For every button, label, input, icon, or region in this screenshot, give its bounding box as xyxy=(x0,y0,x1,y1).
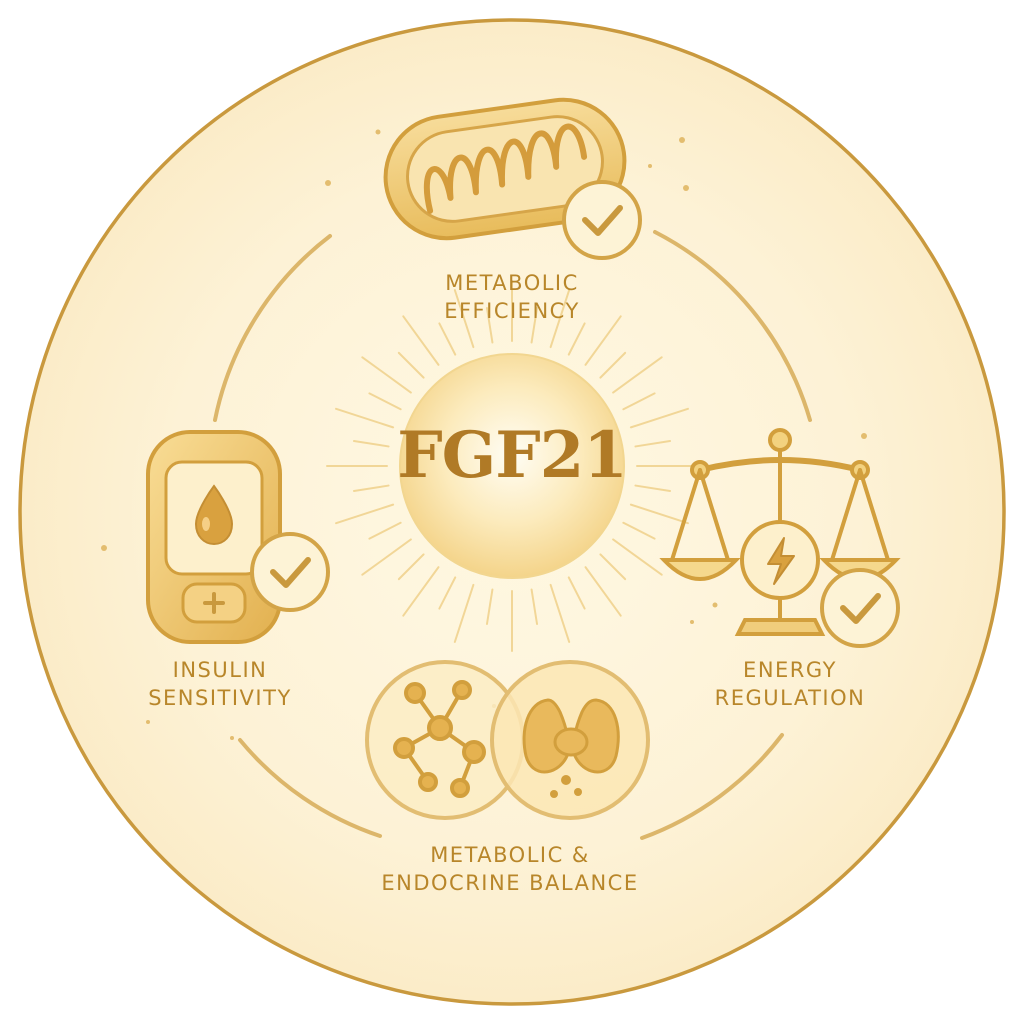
sun-ray xyxy=(549,583,571,643)
sun-ray xyxy=(485,306,494,344)
sun-ray xyxy=(584,315,622,366)
sun-ray xyxy=(352,484,390,493)
sun-ray xyxy=(622,392,656,411)
glucose-meter-icon xyxy=(146,430,282,644)
checkmark-icon xyxy=(250,532,330,612)
label-line: METABOLIC & xyxy=(430,843,590,867)
sun-ray xyxy=(530,306,539,344)
thyroid-icon xyxy=(522,698,620,774)
sun-ray xyxy=(438,576,457,610)
sun-ray xyxy=(584,566,622,617)
sun-ray xyxy=(612,538,663,576)
sun-ray xyxy=(397,351,425,379)
thyroid-dots xyxy=(550,775,582,798)
center-title: FGF21 xyxy=(397,418,628,493)
sun-ray xyxy=(599,351,627,379)
sun-ray xyxy=(567,322,586,356)
fgf21-sun xyxy=(312,266,712,666)
label-line: EFFICIENCY xyxy=(444,298,580,323)
sun-ray xyxy=(485,588,494,626)
sun-ray xyxy=(599,553,627,581)
sun-ray xyxy=(361,538,412,576)
sun-ray xyxy=(335,503,395,525)
checkmark-icon xyxy=(562,180,642,260)
sun-ray xyxy=(402,566,440,617)
sun-ray xyxy=(634,484,672,493)
sun-ray xyxy=(612,356,663,394)
molecule-icon xyxy=(393,680,486,798)
balance-scale-icon xyxy=(659,428,901,636)
label-metabolic-efficiency: METABOLIC EFFICIENCY xyxy=(362,270,662,325)
mitochondrion-icon xyxy=(383,97,627,241)
sun-ray xyxy=(438,322,457,356)
sparkle-dots xyxy=(101,129,867,740)
sun-ray xyxy=(622,521,656,540)
inner-ring xyxy=(213,230,812,840)
sun-ray xyxy=(368,521,402,540)
label-energy-regulation: ENERGY REGULATION xyxy=(655,657,925,712)
sun-ray xyxy=(361,356,412,394)
sun-ray xyxy=(567,576,586,610)
sun-ray xyxy=(629,407,689,429)
checkmark-icon xyxy=(820,568,900,648)
label-line: INSULIN xyxy=(172,658,268,682)
label-line: ENDOCRINE BALANCE xyxy=(381,870,639,895)
sun-ray xyxy=(634,439,672,448)
sun-ray xyxy=(530,588,539,626)
sun-ray xyxy=(453,289,475,349)
label-line: REGULATION xyxy=(714,685,866,710)
label-endocrine-balance: METABOLIC & ENDOCRINE BALANCE xyxy=(330,842,690,897)
molecule-thyroid-icon xyxy=(365,660,650,820)
label-insulin-sensitivity: INSULIN SENSITIVITY xyxy=(95,657,345,712)
sun-ray xyxy=(397,553,425,581)
sun-ray xyxy=(549,289,571,349)
sun-ray xyxy=(402,315,440,366)
label-line: SENSITIVITY xyxy=(148,685,292,710)
sun-ray xyxy=(629,503,689,525)
label-line: ENERGY xyxy=(743,658,837,682)
sun-ray xyxy=(352,439,390,448)
label-line: METABOLIC xyxy=(445,271,579,295)
sun-ray xyxy=(368,392,402,411)
sun-ray xyxy=(453,583,475,643)
sun-ray xyxy=(335,407,395,429)
